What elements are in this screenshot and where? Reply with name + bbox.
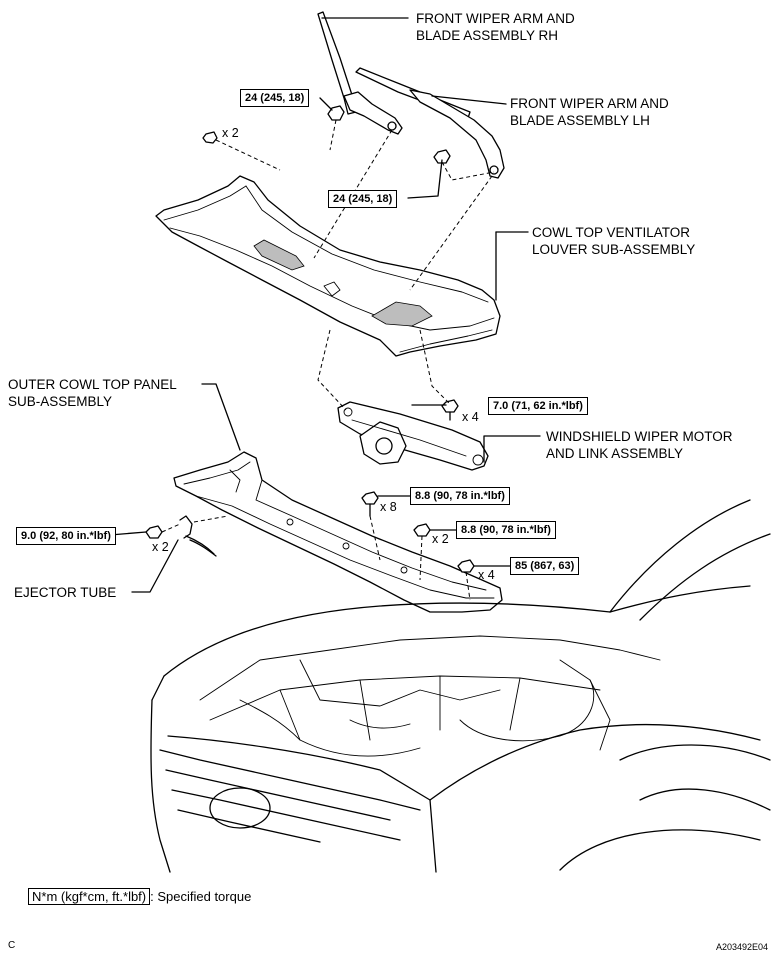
outer-cowl-bolt [361,491,379,517]
label-cowl-louver: COWL TOP VENTILATOR LOUVER SUB-ASSEMBLY [532,224,695,258]
outer-cowl-nut-large [457,559,475,573]
torque-outer-cowl-nut-large: 85 (867, 63) [510,557,580,575]
wiper-arm-lh [355,67,505,179]
label-wiper-lh: FRONT WIPER ARM AND BLADE ASSEMBLY LH [510,95,669,129]
corner-mark: C [8,940,16,951]
label-cowl-louver-line1: COWL TOP VENTILATOR [532,225,691,240]
label-wiper-rh-line2: BLADE ASSEMBLY RH [416,28,559,43]
qty-ejector-nut: x 2 [152,540,169,554]
ejector-tube [179,515,217,557]
leader-lines [109,17,541,593]
vehicle-front-outline [150,499,771,873]
label-wiper-motor: WINDSHIELD WIPER MOTOR AND LINK ASSEMBLY [546,428,733,462]
torque-wiper-rh-nut: 24 (245, 18) [240,89,310,107]
label-wiper-motor-line1: WINDSHIELD WIPER MOTOR [546,429,733,444]
wiper-lh-nut [433,149,451,164]
label-wiper-rh-line1: FRONT WIPER ARM AND [416,11,575,26]
qty-cowl-bolt: x 8 [380,500,397,514]
wiper-motor-bolt [441,399,459,421]
qty-louver-clip: x 2 [222,126,239,140]
label-outer-cowl: OUTER COWL TOP PANEL SUB-ASSEMBLY [8,376,177,410]
qty-cowl-nut: x 2 [432,532,449,546]
figure-code: A203492E04 [716,942,769,952]
label-outer-cowl-line1: OUTER COWL TOP PANEL [8,377,177,392]
torque-outer-cowl-nut: 8.8 (90, 78 in.*lbf) [456,521,556,539]
label-cowl-louver-line2: LOUVER SUB-ASSEMBLY [532,242,696,257]
legend-description: : Specified torque [150,889,252,904]
label-wiper-motor-line2: AND LINK ASSEMBLY [546,446,684,461]
label-wiper-rh: FRONT WIPER ARM AND BLADE ASSEMBLY RH [416,10,575,44]
qty-cowl-nut-large: x 4 [478,568,495,582]
qty-motor-bolt: x 4 [462,410,479,424]
ejector-nut [145,525,163,539]
outer-cowl-nut [413,523,431,537]
label-ejector-tube: EJECTOR TUBE [14,585,117,600]
torque-ejector-nut: 9.0 (92, 80 in.*lbf) [16,527,116,545]
torque-wiper-lh-nut: 24 (245, 18) [328,190,398,208]
torque-outer-cowl-bolt: 8.8 (90, 78 in.*lbf) [410,487,510,505]
label-wiper-lh-line1: FRONT WIPER ARM AND [510,96,669,111]
label-outer-cowl-line2: SUB-ASSEMBLY [8,394,113,409]
legend-unit-box: N*m (kgf*cm, ft.*lbf) [28,888,151,905]
assembly-dashed-lines [161,119,495,601]
outer-cowl-top-panel [173,451,503,613]
label-wiper-lh-line2: BLADE ASSEMBLY LH [510,113,650,128]
torque-wiper-motor-bolt: 7.0 (71, 62 in.*lbf) [488,397,588,415]
torque-legend: N*m (kgf*cm, ft.*lbf): Specified torque [28,888,252,905]
wiper-motor-and-link [337,401,489,471]
cowl-top-ventilator-louver [155,175,501,357]
louver-clip [202,131,218,144]
